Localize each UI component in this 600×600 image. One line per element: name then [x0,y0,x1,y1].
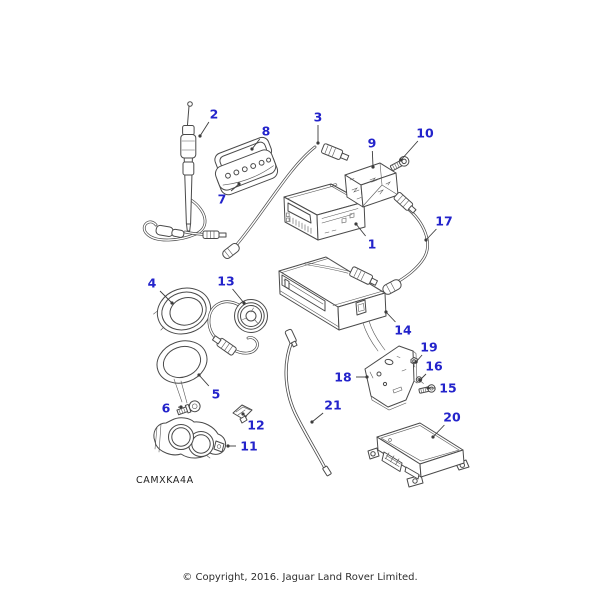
part-mounting-cage [344,162,399,208]
callout-leader-10 [400,140,419,161]
callout-label-5-speaker-trim-ring: 5 [212,387,221,402]
callout-dot-15 [426,386,430,390]
copyright-notice: © Copyright, 2016. Jaguar Land Rover Lim… [182,572,418,583]
part-amplifier [367,422,470,488]
part-bolt [418,384,436,394]
part-clip [232,404,253,424]
callout-leader-2 [199,121,210,137]
part-screw [176,400,201,416]
callout-leader-17 [425,228,437,241]
part-link-cable [382,191,429,295]
callout-dot-18 [365,375,369,379]
part-trim-ring [156,340,208,404]
part-radio-head-unit [283,183,366,241]
callout-dot-13 [242,301,246,305]
callout-leader-5 [198,374,210,387]
callout-label-17-link-cable: 17 [435,214,452,229]
part-speaker [153,287,212,335]
callout-dot-6 [179,405,183,409]
callout-label-12-clip: 12 [247,418,264,433]
part-knob [389,156,410,171]
callout-leader-4 [159,290,173,304]
callout-dot-11 [226,444,230,448]
callout-leader-1 [355,223,366,237]
callout-dot-5 [197,373,201,377]
part-tweeter [207,299,268,356]
part-bracket-7-8 [214,136,279,196]
part-antenna-mast [142,101,227,242]
callout-dot-3 [316,141,320,145]
callout-label-21-aerial-lead: 21 [324,398,341,413]
callout-dot-2 [198,134,202,138]
callout-label-3-antenna-cable: 3 [314,110,323,125]
part-mounting-plate [364,345,418,411]
callout-label-18-mounting-plate: 18 [334,370,351,385]
callout-label-13-tweeter-speaker: 13 [217,274,234,289]
callout-label-16-washer: 16 [425,359,443,374]
callout-label-8-bracket-upper: 8 [262,124,271,139]
part-antenna-cable [222,143,350,259]
callout-label-7-bracket-lower: 7 [218,192,227,207]
callout-label-6-screw: 6 [162,401,171,416]
callout-dot-20 [431,435,435,439]
callout-label-19-nut: 19 [420,340,437,355]
part-speaker-pod [153,417,227,459]
callout-leader-7 [230,183,240,192]
callout-label-14-cd-changer: 14 [394,323,412,338]
callout-leader-13 [232,288,245,304]
callout-dot-9 [371,165,375,169]
callout-label-2-antenna-mast: 2 [210,107,219,122]
callout-leader-20 [432,424,445,438]
callout-leader-9 [371,150,374,168]
figure-code: CAMXKA4A [136,475,194,486]
part-aerial-lead [284,328,332,477]
callout-dot-19 [414,360,418,364]
callout-leader-14 [385,311,396,323]
part-cd-changer [278,256,387,352]
callout-dot-1 [354,222,358,226]
callout-label-11-speaker-pod: 11 [240,439,257,454]
callout-label-4-speaker: 4 [148,276,157,291]
callout-leader-8 [251,138,261,150]
callout-leader-21 [311,412,324,423]
callout-dot-21 [310,420,314,424]
callout-label-9-radio-mounting-cage: 9 [368,136,377,151]
callout-dot-10 [399,158,403,162]
callout-dot-4 [170,301,174,305]
callout-dot-14 [384,310,388,314]
callout-label-1-radio-head-unit: 1 [368,237,377,252]
callout-dot-7 [237,182,241,186]
callout-dot-17 [424,238,428,242]
callout-dot-8 [250,147,254,151]
callout-dot-16 [418,378,422,382]
callout-label-15-bolt: 15 [439,381,456,396]
callout-label-10-knob: 10 [416,126,434,141]
callout-label-20-amplifier: 20 [443,410,461,425]
callout-dot-12 [241,412,245,416]
